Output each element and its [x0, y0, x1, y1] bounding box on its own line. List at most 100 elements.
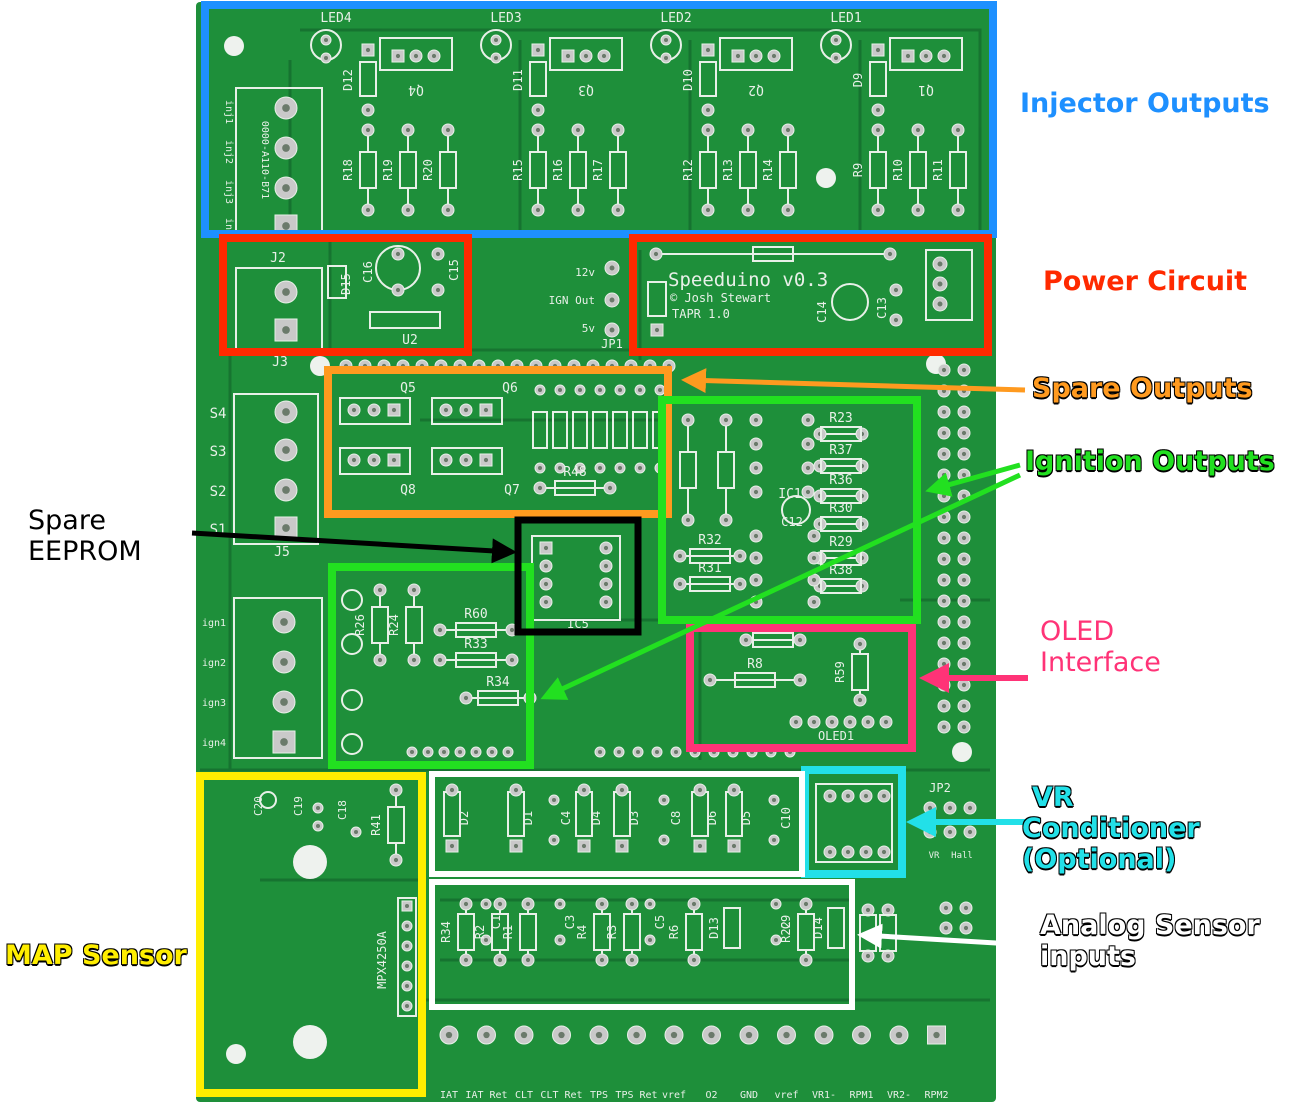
lower-part-label: C10 — [779, 807, 793, 829]
analog-resistor: R2 — [473, 925, 487, 939]
pad-hole — [538, 466, 542, 470]
pad-hole — [599, 957, 605, 963]
pad-hole — [731, 787, 737, 793]
ignition-outputs-box-right — [658, 396, 921, 624]
pad-hole — [449, 843, 455, 849]
pad-hole — [865, 953, 871, 959]
lower-part-label: C4 — [559, 811, 573, 825]
pad-hole — [961, 724, 967, 730]
transistor-outline — [341, 589, 363, 611]
analog-cap-label: C3 — [563, 915, 577, 929]
q6-label: Q6 — [502, 381, 518, 396]
diode-label: D12 — [341, 69, 355, 91]
pad-hole — [745, 1031, 753, 1039]
pad-hole — [474, 750, 478, 754]
pad-hole — [941, 514, 947, 520]
pad-hole — [685, 417, 691, 423]
pad-hole — [615, 207, 621, 213]
pad-hole — [941, 640, 947, 646]
resistor-label: R16 — [551, 159, 565, 181]
analog-label-line2: inputs — [1040, 941, 1137, 973]
analog-resistor: R22 — [779, 921, 793, 943]
diode-body — [699, 61, 717, 97]
pad-hole — [405, 924, 409, 928]
pad-hole — [753, 441, 759, 447]
vr-select-label: VR — [929, 851, 940, 861]
board-title: Speeduino v0.3 — [668, 269, 828, 291]
pad-hole — [513, 843, 519, 849]
pad-hole — [537, 485, 543, 491]
pad-hole — [393, 787, 399, 793]
lower-part-label: D3 — [627, 811, 641, 825]
pad-hole — [937, 261, 943, 267]
pad-hole — [885, 953, 891, 959]
pad-hole — [509, 627, 515, 633]
pad-hole — [723, 417, 729, 423]
ign-resistor: R23 — [829, 411, 852, 426]
mounting-hole — [952, 742, 972, 762]
pad-hole — [937, 281, 943, 287]
pad-hole — [484, 902, 488, 906]
pad-hole — [484, 938, 488, 942]
pad-hole — [426, 750, 430, 754]
pad-hole — [753, 533, 759, 539]
pad-hole — [827, 849, 833, 855]
pad-hole — [598, 750, 602, 754]
pad-hole — [494, 56, 498, 60]
pad-hole — [365, 207, 371, 213]
r59: R59 — [833, 661, 847, 683]
pad-hole — [558, 466, 562, 470]
pad-hole — [941, 577, 947, 583]
resistor-label: R15 — [511, 159, 525, 181]
c16-label: C16 — [361, 261, 375, 283]
c15-label: C15 — [447, 259, 461, 281]
ign-resistor: R29 — [829, 535, 852, 550]
pad-hole — [316, 806, 320, 810]
pad-hole — [525, 901, 531, 907]
pad-hole — [772, 798, 776, 802]
pad-hole — [405, 904, 409, 908]
inj-pin-label: inj2 — [223, 140, 234, 164]
mpx-label: MPX4250A — [375, 930, 389, 989]
power-pin-label: 12v — [575, 266, 595, 279]
pad-hole — [834, 56, 838, 60]
pad-hole — [923, 53, 929, 59]
pad-hole — [598, 388, 602, 392]
pad-hole — [941, 472, 947, 478]
pad-hole — [581, 787, 587, 793]
led-label-led3: LED3 — [490, 11, 521, 26]
pad-hole — [629, 901, 635, 907]
r33: R33 — [464, 637, 487, 652]
ic5-label: IC5 — [567, 617, 589, 631]
pad-hole — [395, 53, 401, 59]
pad-hole — [829, 719, 835, 725]
pad-hole — [583, 53, 589, 59]
pad-hole — [354, 830, 358, 834]
pad-hole — [282, 104, 290, 112]
led-label-led4: LED4 — [320, 11, 351, 26]
lower-part-label: D1 — [521, 811, 535, 825]
cap-outline — [259, 791, 277, 809]
analog-cap-label: C5 — [653, 915, 667, 929]
transistor-outline — [379, 37, 453, 71]
map-sensor-box — [196, 772, 426, 1097]
jp2-label: JP2 — [929, 781, 951, 795]
pad-hole — [885, 907, 891, 913]
pad-hole — [629, 957, 635, 963]
mounting-hole — [226, 1044, 246, 1064]
pad-hole — [785, 127, 791, 133]
pad-hole — [875, 47, 881, 53]
pad-hole — [723, 517, 729, 523]
pad-hole — [887, 251, 893, 257]
transistor-outline — [339, 447, 411, 475]
pad-hole — [445, 1031, 453, 1039]
pad-hole — [405, 964, 409, 968]
pad-hole — [316, 824, 320, 828]
pad-hole — [506, 750, 510, 754]
pad-hole — [753, 489, 759, 495]
ign-pin-label: ign1 — [202, 618, 226, 629]
pad-hole — [282, 326, 290, 334]
pad-hole — [941, 556, 947, 562]
pad-hole — [915, 207, 921, 213]
